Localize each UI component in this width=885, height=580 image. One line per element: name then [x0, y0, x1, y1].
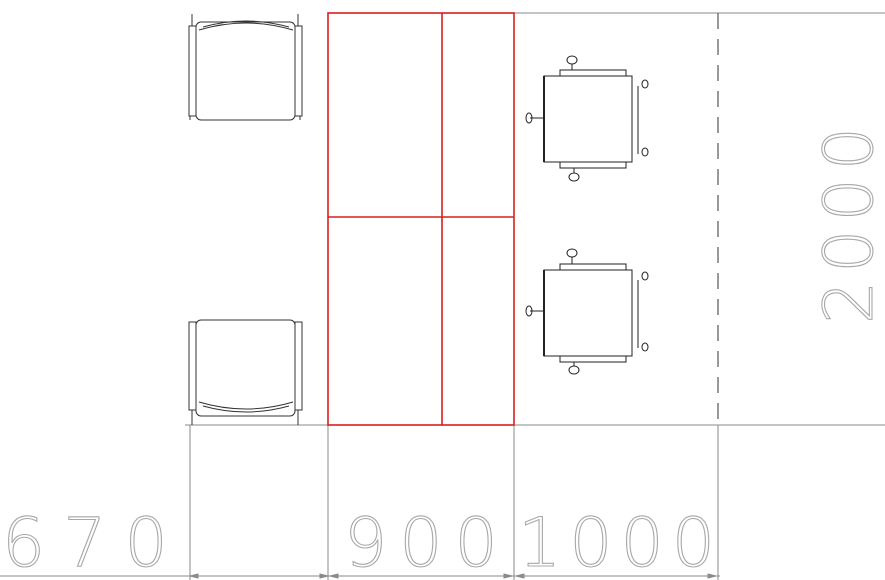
chair-bottom-back: [198, 401, 294, 410]
wheelchair-top-caster-d: [641, 147, 649, 157]
arrow-head-left-1000: [515, 573, 525, 579]
wheelchair-top-seat: [543, 75, 633, 163]
chair-top-seat: [195, 21, 296, 121]
wheelchair-bottom-caster-c: [641, 271, 649, 281]
dimension-label-900: 900: [344, 504, 510, 580]
chair-top-back-inner: [202, 20, 290, 28]
wheelchair-top-caster-b: [568, 172, 580, 182]
bed-zone: [327, 12, 515, 426]
bed-zone-outline: [327, 12, 515, 426]
wheelchair-top-wheel-upper: [559, 69, 627, 77]
wheelchair-bottom-handle-knob: [525, 305, 533, 317]
wheelchair-bottom: [525, 248, 649, 375]
arrow-head-left-670: [189, 573, 199, 579]
wheelchair-bottom-wheel-upper: [559, 263, 627, 271]
wheelchair-bottom-caster-d: [641, 342, 649, 352]
dimension-label-2000: 2000: [810, 119, 885, 324]
dimension-label-1000: 1000: [518, 504, 723, 580]
chair-bottom: [188, 319, 303, 425]
chair-top: [188, 14, 303, 121]
dimension-arrows: [189, 573, 717, 579]
wheelchair-bottom-caster-a: [566, 248, 578, 258]
wheelchair-top-caster-c: [641, 79, 649, 89]
chair-bottom-back-inner: [202, 405, 290, 413]
chair-top-back: [198, 22, 294, 31]
dimension-label-670: 670: [2, 504, 186, 580]
arrow-head-right-1000: [707, 573, 717, 579]
wheelchair-top-handle-knob: [525, 112, 533, 124]
arrow-head-right-900: [503, 573, 513, 579]
arrow-head-right-670: [319, 573, 329, 579]
chair-bottom-left-arm: [188, 321, 197, 411]
wheelchair-top-caster-a: [566, 55, 578, 65]
wheelchair-bottom-wheel-lower: [559, 355, 627, 363]
chair-bottom-right-arm: [294, 321, 303, 411]
wheelchair-top-wheel-lower: [559, 161, 627, 169]
arrow-head-left-900: [329, 573, 339, 579]
chair-top-right-arm: [294, 25, 303, 117]
wheelchair-top: [525, 55, 649, 182]
chair-top-left-arm: [188, 25, 197, 117]
wheelchair-bottom-seat: [543, 269, 633, 357]
wheelchair-bottom-caster-b: [568, 365, 580, 375]
chair-bottom-seat: [195, 319, 296, 417]
